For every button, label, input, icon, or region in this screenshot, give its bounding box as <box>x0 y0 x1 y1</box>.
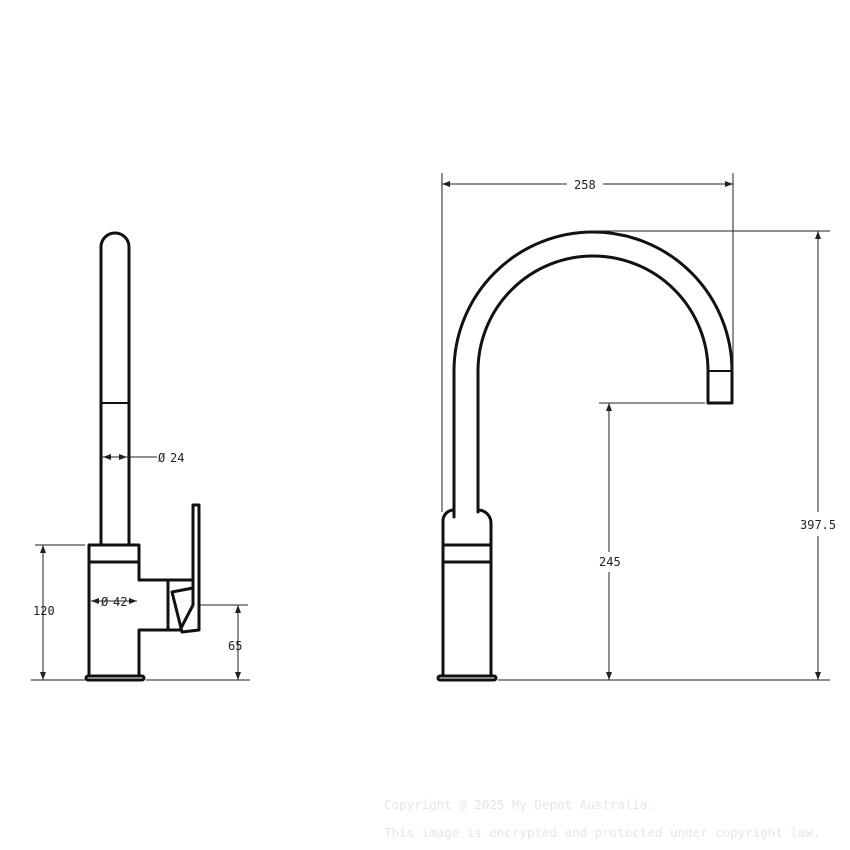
body-diameter-symbol: Ø <box>101 595 109 609</box>
spout-diameter-label: 24 <box>170 451 184 465</box>
protection-watermark: This image is encrypted and protected un… <box>384 825 821 840</box>
spout-clearance-label: 245 <box>599 555 621 569</box>
front-base-plate <box>436 674 498 682</box>
side-view: Ø 24 Ø 42 120 65 <box>31 231 250 682</box>
front-body <box>441 560 493 678</box>
outlet-height-label: 65 <box>228 639 242 653</box>
copyright-watermark: Copyright @ 2025 My Depot Australia. <box>384 797 655 812</box>
side-body <box>87 560 170 678</box>
side-spout-tube <box>99 231 131 547</box>
front-spout-shroud <box>441 508 493 547</box>
side-lever-handle <box>170 503 201 634</box>
overall-height-label: 397.5 <box>800 518 836 532</box>
front-spout-outer <box>452 230 734 519</box>
body-height-label: 120 <box>33 604 55 618</box>
front-collar <box>441 543 493 564</box>
body-diameter-label: 42 <box>113 595 127 609</box>
reach-label: 258 <box>574 178 596 192</box>
front-view: 258 397.5 245 <box>436 173 836 682</box>
side-base-plate <box>84 674 146 682</box>
spout-diameter-symbol: Ø <box>158 451 166 465</box>
side-cartridge <box>166 578 195 632</box>
side-collar <box>87 543 141 564</box>
